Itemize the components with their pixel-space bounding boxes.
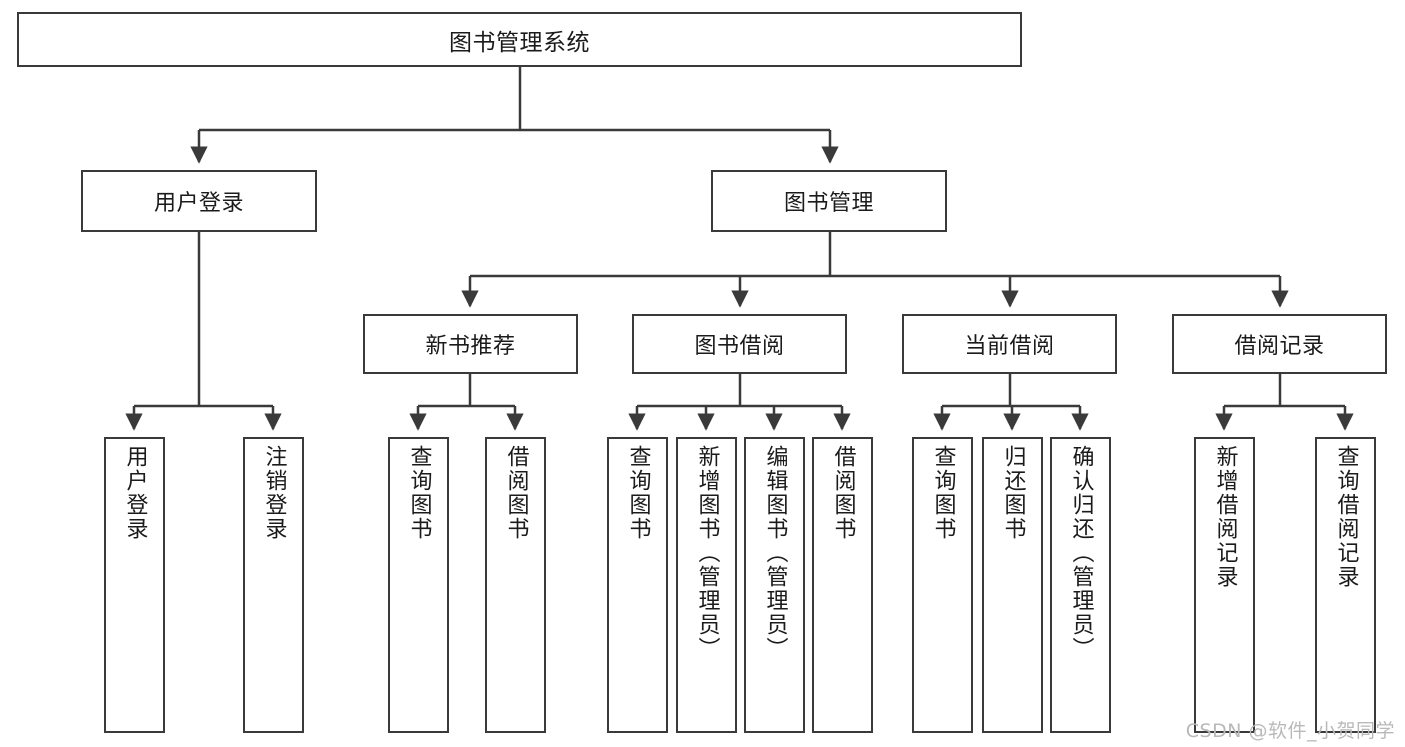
leaf-query-book-2-label: 查询图书: [625, 445, 651, 541]
leaf-query-book-2[interactable]: 查询图书: [607, 437, 668, 733]
node-book-manage[interactable]: 图书管理: [711, 170, 947, 232]
leaf-add-record-label: 新增借阅记录: [1212, 445, 1238, 589]
leaf-query-record-label: 查询借阅记录: [1333, 445, 1359, 589]
node-new-book-rec-label: 新书推荐: [425, 334, 516, 359]
leaf-query-book-1-label: 查询图书: [406, 445, 432, 541]
leaf-add-book[interactable]: 新增图书（管理员）: [676, 437, 737, 733]
leaf-borrow-book-1-label: 借阅图书: [503, 445, 529, 541]
leaf-query-book-3[interactable]: 查询图书: [912, 437, 973, 733]
node-book-manage-label: 图书管理: [783, 191, 874, 216]
leaf-query-book-1[interactable]: 查询图书: [388, 437, 449, 733]
node-root[interactable]: 图书管理系统: [17, 12, 1022, 67]
leaf-query-record[interactable]: 查询借阅记录: [1315, 437, 1376, 733]
leaf-return-book[interactable]: 归还图书: [982, 437, 1043, 733]
leaf-edit-book-label: 编辑图书（管理员）: [762, 445, 788, 661]
csdn-watermark: CSDN @软件_小贺同学: [1185, 720, 1395, 742]
node-borrow-record[interactable]: 借阅记录: [1172, 314, 1387, 374]
leaf-confirm-return-label: 确认归还（管理员）: [1068, 445, 1094, 661]
leaf-edit-book[interactable]: 编辑图书（管理员）: [744, 437, 805, 733]
leaf-borrow-book-2-label: 借阅图书: [830, 445, 856, 541]
leaf-borrow-book-1[interactable]: 借阅图书: [485, 437, 546, 733]
leaf-user-login-label: 用户登录: [122, 445, 148, 541]
leaf-user-login[interactable]: 用户登录: [104, 437, 165, 733]
leaf-confirm-return[interactable]: 确认归还（管理员）: [1050, 437, 1111, 733]
leaf-borrow-book-2[interactable]: 借阅图书: [812, 437, 873, 733]
node-borrow-record-label: 借阅记录: [1234, 334, 1325, 359]
node-book-borrow-label: 图书借阅: [694, 334, 785, 359]
node-new-book-rec[interactable]: 新书推荐: [363, 314, 578, 374]
leaf-logout-label: 注销登录: [261, 445, 287, 541]
leaf-add-book-label: 新增图书（管理员）: [694, 445, 720, 661]
leaf-return-book-label: 归还图书: [1000, 445, 1026, 541]
node-current-borrow-label: 当前借阅: [964, 334, 1055, 359]
node-current-borrow[interactable]: 当前借阅: [902, 314, 1117, 374]
node-book-borrow[interactable]: 图书借阅: [632, 314, 847, 374]
leaf-query-book-3-label: 查询图书: [930, 445, 956, 541]
node-user-login-label: 用户登录: [153, 191, 244, 216]
node-root-label: 图书管理系统: [449, 29, 590, 56]
leaf-add-record[interactable]: 新增借阅记录: [1194, 437, 1255, 733]
leaf-logout[interactable]: 注销登录: [243, 437, 304, 733]
node-user-login[interactable]: 用户登录: [81, 170, 317, 232]
